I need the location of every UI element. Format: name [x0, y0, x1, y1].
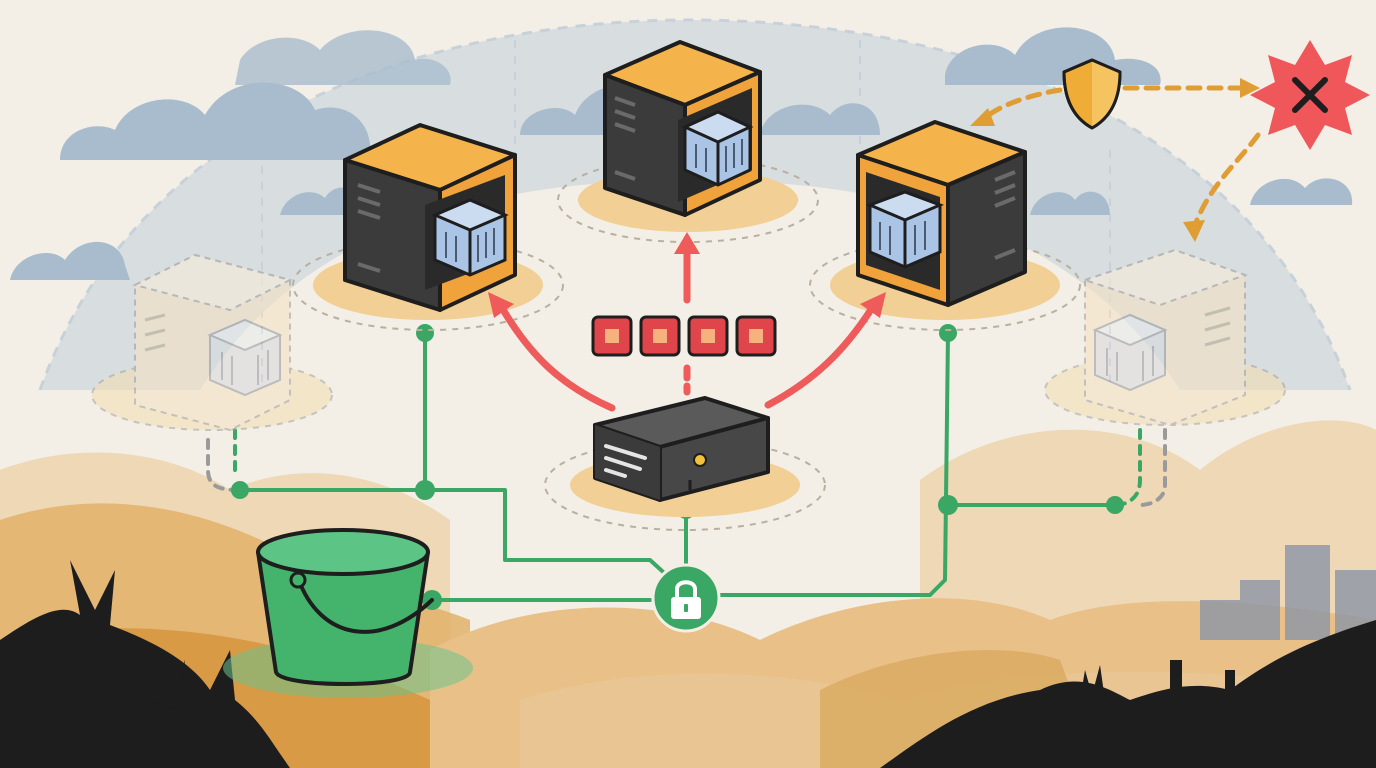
traffic-arrows: [498, 248, 876, 412]
cloud-icon: [1030, 191, 1110, 215]
standby-server-icon: [1092, 313, 1168, 392]
server-container-icon: [865, 190, 945, 269]
threat-burst-icon: [1250, 40, 1370, 150]
load-balancer-icon: [593, 396, 770, 502]
queued-request: [591, 315, 633, 357]
queued-request: [639, 315, 681, 357]
server-container-icon: [681, 110, 754, 187]
active-server-right: [809, 120, 1081, 331]
private-network: [206, 331, 1167, 602]
cloud-icon: [60, 82, 371, 160]
bucket-icon: [256, 528, 434, 686]
standby-server-icon: [207, 318, 283, 397]
server-container-icon: [431, 198, 509, 277]
sky-dome: [40, 20, 1350, 390]
traffic-arrow-right: [764, 304, 876, 409]
active-server-top: [557, 40, 819, 243]
queued-request: [687, 315, 729, 357]
lock-icon: [651, 563, 721, 633]
standby-server-left: [91, 253, 333, 432]
queued-request: [735, 315, 777, 357]
standby-server-right: [1044, 248, 1286, 427]
cloud-icon: [760, 103, 880, 135]
active-server-left: [292, 123, 564, 331]
cloud-icon: [235, 30, 451, 85]
cloud-icon: [1250, 178, 1353, 205]
request-queue-icon: [591, 315, 777, 357]
shield-icon: [1062, 58, 1122, 130]
foreground-silhouette: [0, 560, 1376, 768]
traffic-arrow-left: [498, 304, 616, 412]
load-balancer: [544, 396, 826, 531]
cloud-icon: [10, 241, 130, 280]
storage-bucket: [223, 528, 473, 698]
